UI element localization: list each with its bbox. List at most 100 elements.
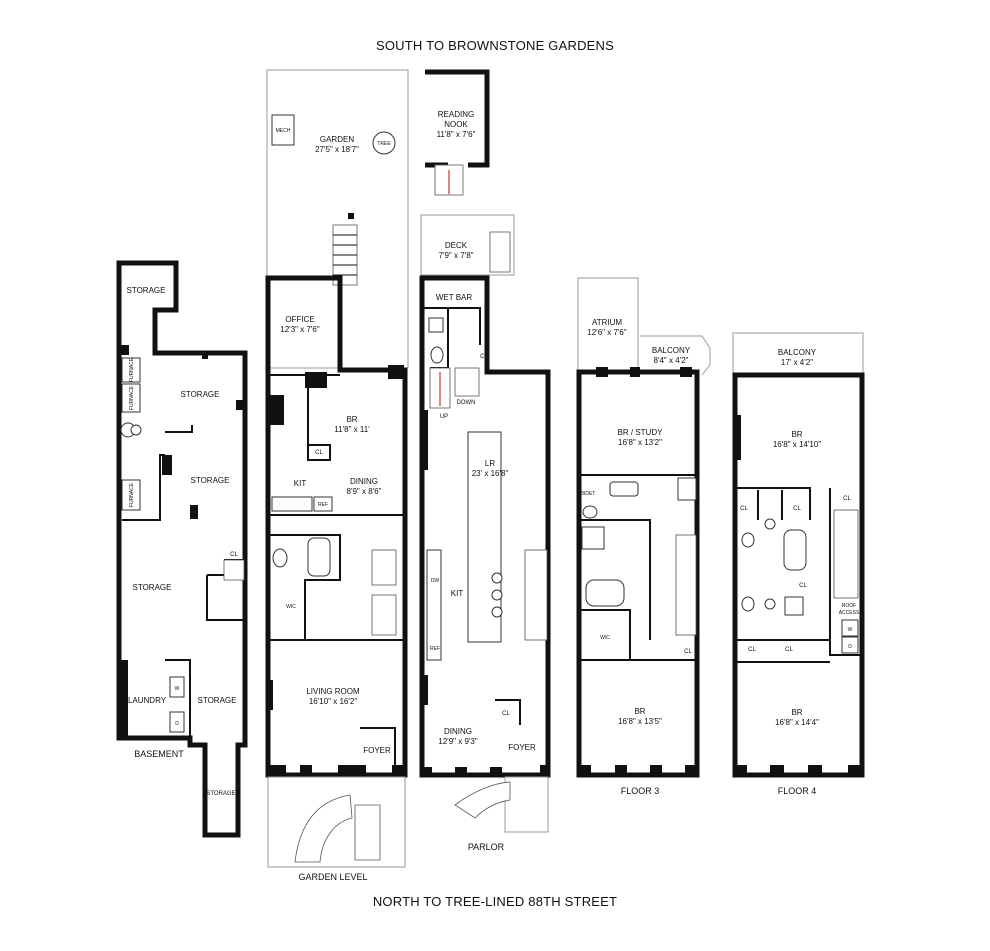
floor4-stair bbox=[833, 509, 859, 599]
furnace-label: FURNACE bbox=[129, 482, 135, 507]
south-heading: SOUTH TO BROWNSTONE GARDENS bbox=[376, 38, 614, 53]
room-storage-tail: STORAGE bbox=[206, 791, 235, 797]
washer-icon bbox=[169, 676, 185, 698]
basement-partition bbox=[165, 659, 191, 738]
bathtub-icon bbox=[307, 537, 331, 577]
bathtub-icon bbox=[783, 529, 807, 571]
furnace-box bbox=[121, 357, 141, 383]
sink-icon bbox=[428, 317, 444, 333]
room-br-top: BR bbox=[791, 430, 802, 439]
dryer-label: D bbox=[175, 721, 179, 727]
parlor-main-stair bbox=[524, 549, 548, 641]
toilet-icon bbox=[741, 532, 755, 548]
room-br-bottom-dims: 16'8" x 14'4" bbox=[775, 718, 819, 727]
ref-label: REF bbox=[430, 646, 440, 652]
room-balcony: BALCONY bbox=[778, 348, 817, 357]
kitchen-counter bbox=[426, 549, 442, 661]
partition bbox=[829, 488, 862, 656]
mech-box bbox=[271, 114, 295, 146]
shower-icon bbox=[784, 596, 804, 616]
room-br-study: BR / STUDY bbox=[618, 428, 664, 437]
basement-column bbox=[119, 345, 129, 355]
closet-label: CL bbox=[843, 496, 851, 502]
level-basement: BASEMENT bbox=[134, 749, 184, 759]
room-nook-2: NOOK bbox=[444, 120, 468, 129]
room-br-dims: 16'8" x 13'5" bbox=[618, 717, 662, 726]
partition bbox=[579, 609, 631, 660]
dryer-icon bbox=[841, 636, 859, 654]
basement-column bbox=[202, 353, 208, 359]
parlor-plan: READING NOOK 11'8" x 7'6" DECK 7'9" x 7'… bbox=[419, 69, 551, 852]
partition bbox=[757, 490, 783, 520]
dryer-label: D bbox=[848, 644, 852, 650]
room-storage-right-top: STORAGE bbox=[181, 390, 220, 399]
toilet-icon bbox=[741, 596, 755, 612]
room-deck: DECK bbox=[445, 241, 468, 250]
balcony-outline bbox=[640, 335, 711, 376]
front-landing bbox=[354, 804, 381, 861]
sink-icon bbox=[764, 518, 776, 530]
partition bbox=[579, 519, 651, 640]
room-nook-dims: 11'8" x 7'6" bbox=[437, 130, 476, 139]
washer-label: W bbox=[848, 627, 853, 633]
room-office: OFFICE bbox=[285, 315, 314, 324]
room-garden: GARDEN bbox=[320, 135, 354, 144]
furnace-box bbox=[121, 479, 141, 511]
room-laundry: LAUNDRY bbox=[128, 696, 167, 705]
furnace-box bbox=[121, 383, 141, 413]
partition bbox=[268, 534, 341, 640]
floor3-stair bbox=[675, 534, 697, 636]
furnace-label: FURNACE bbox=[129, 357, 135, 382]
vanity-icon bbox=[609, 481, 639, 497]
toilet-icon bbox=[582, 505, 598, 519]
room-storage-left: STORAGE bbox=[133, 583, 172, 592]
floor3-plan: ATRIUM 12'6" x 7'6" BALCONY 8'4" x 4'2" … bbox=[576, 277, 711, 796]
room-balcony-dims: 8'4" x 4'2" bbox=[654, 356, 689, 365]
closet-label: CL bbox=[502, 711, 510, 717]
room-dining-dims: 8'9" x 8'6" bbox=[347, 487, 382, 496]
washer-label: W bbox=[175, 686, 180, 692]
garden-level-plan: MECH TREE GARDEN 27'5" x 18'7" OFFICE 12… bbox=[265, 69, 409, 882]
basement-column bbox=[190, 505, 198, 519]
basement-outline bbox=[116, 260, 248, 838]
garden-interior-stair bbox=[371, 549, 397, 586]
dryer-icon bbox=[169, 711, 185, 733]
room-office-dims: 12'3" x 7'6" bbox=[280, 325, 320, 334]
stair-down-label: DOWN bbox=[457, 400, 476, 406]
room-storage-right-mid: STORAGE bbox=[191, 476, 230, 485]
closet-label: CL bbox=[684, 649, 692, 655]
roof-access-label: ROOF bbox=[842, 603, 856, 609]
room-balcony-dims: 17' x 4'2" bbox=[781, 358, 813, 367]
toilet-icon bbox=[430, 346, 444, 364]
stair-up-label: UP bbox=[440, 414, 448, 420]
deck-outline bbox=[420, 214, 515, 276]
tree-label: TREE bbox=[377, 141, 391, 147]
partition bbox=[735, 487, 811, 520]
bidet-label: BIDET bbox=[581, 491, 596, 497]
ref-box bbox=[313, 496, 333, 512]
boiler-icon bbox=[130, 424, 142, 436]
level-parlor: PARLOR bbox=[468, 842, 505, 852]
basement-stair bbox=[223, 559, 245, 581]
stoop-outline bbox=[504, 776, 549, 833]
room-balcony: BALCONY bbox=[652, 346, 691, 355]
room-living: LIVING ROOM bbox=[306, 687, 360, 696]
basement-partition bbox=[165, 425, 193, 433]
kitchen-counter bbox=[271, 496, 313, 512]
deck-stair bbox=[489, 231, 511, 273]
front-yard-outline bbox=[267, 776, 406, 868]
level-floor3: FLOOR 3 bbox=[621, 786, 660, 796]
room-wetbar: WET BAR bbox=[436, 293, 473, 302]
room-dining: DINING bbox=[350, 477, 378, 486]
shower-icon bbox=[581, 526, 605, 550]
room-foyer: FOYER bbox=[508, 743, 536, 752]
closet-label: CL bbox=[740, 506, 748, 512]
basement-partition bbox=[206, 575, 245, 621]
room-garden-dims: 27'5" x 18'7" bbox=[315, 145, 359, 154]
partition bbox=[495, 699, 521, 725]
room-nook: READING bbox=[438, 110, 474, 119]
room-dining-dims: 12'9" x 9'3" bbox=[438, 737, 478, 746]
closet-label: CL bbox=[799, 583, 807, 589]
room-lr: LR bbox=[485, 459, 495, 468]
wic-label: WIC bbox=[600, 635, 610, 641]
